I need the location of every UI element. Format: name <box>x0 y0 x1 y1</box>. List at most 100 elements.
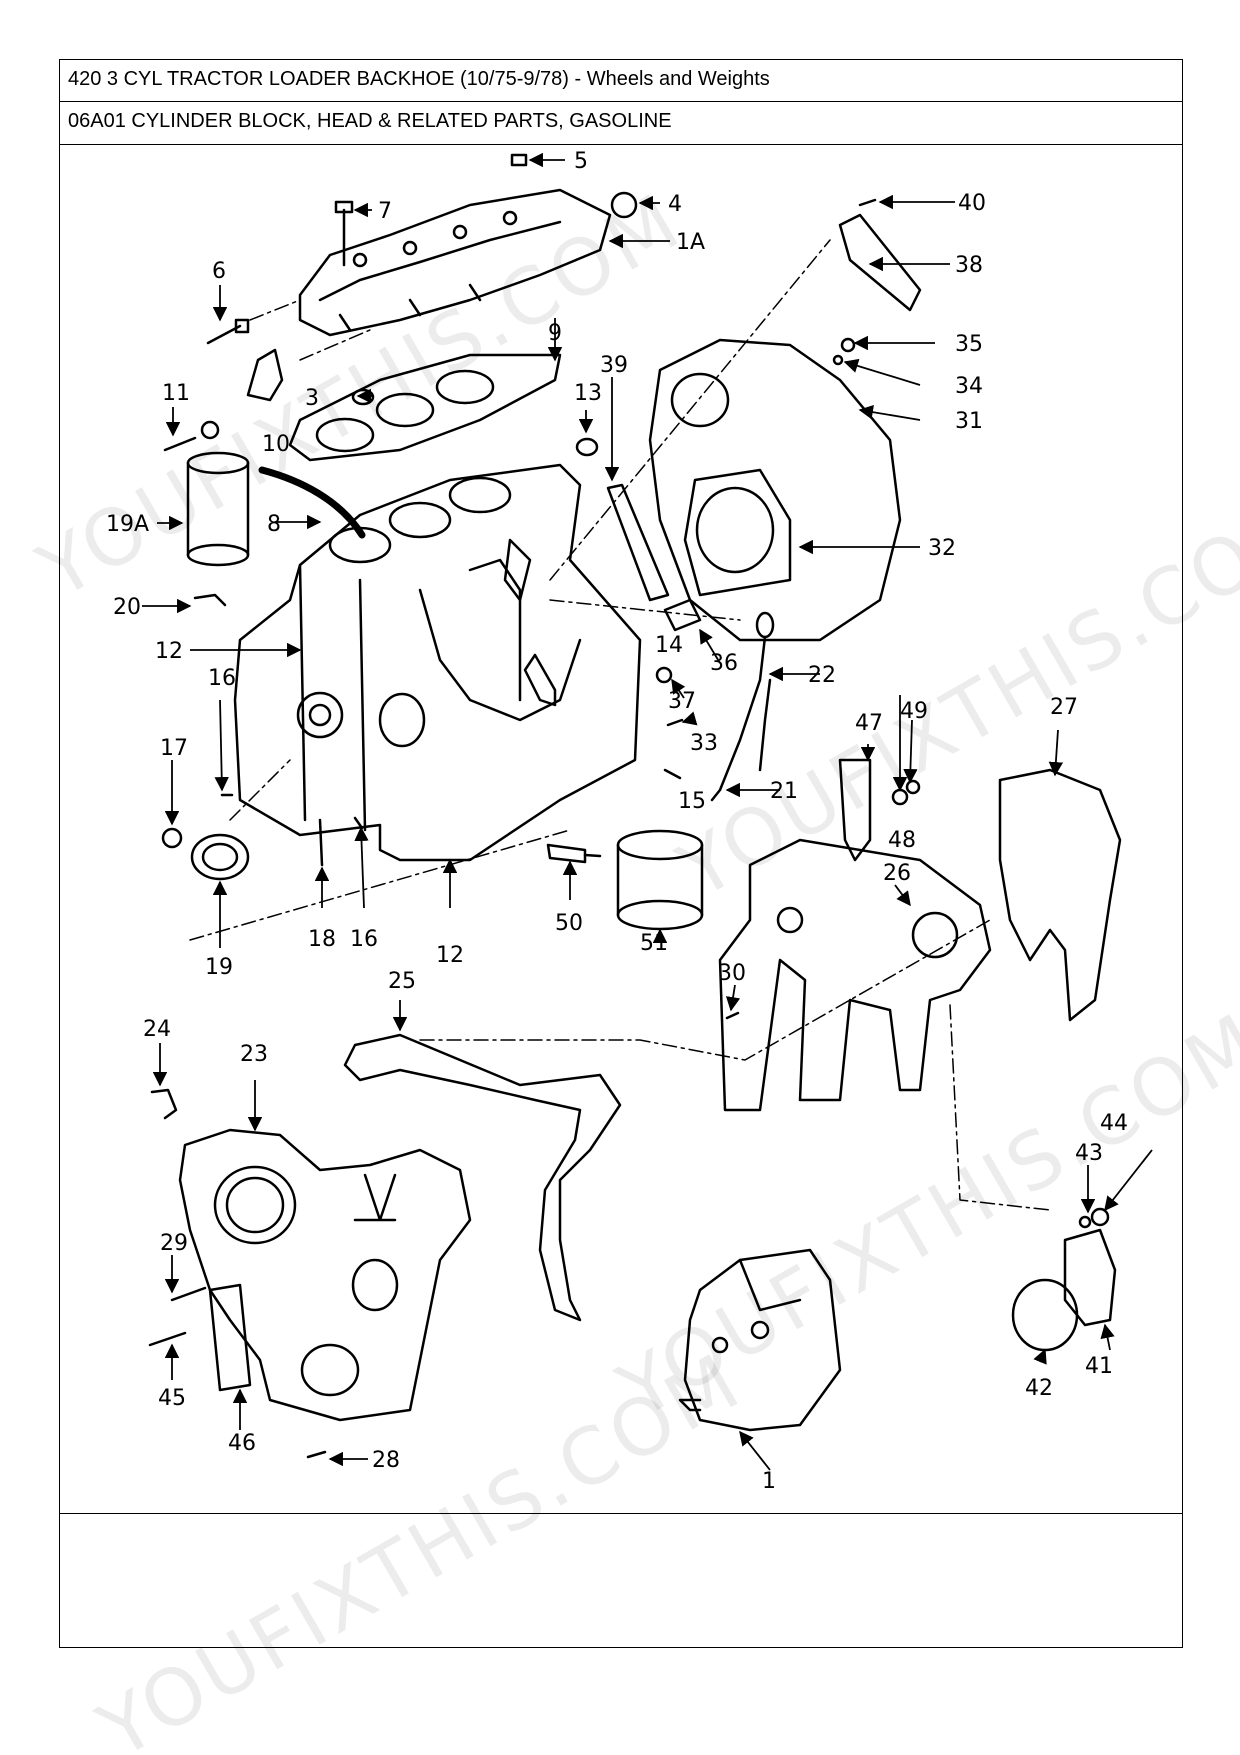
callout-41: 41 <box>1085 1354 1113 1379</box>
callout-9: 9 <box>548 321 562 346</box>
insert-arrow <box>258 466 366 539</box>
callout-13: 13 <box>574 381 602 406</box>
front-plate-gasket <box>998 768 1122 1022</box>
bolt <box>148 1331 187 1347</box>
callout-33: 33 <box>690 731 718 756</box>
callout-12: 12 <box>155 639 183 664</box>
pin <box>666 718 684 727</box>
callout-18: 18 <box>308 927 336 952</box>
callout-40: 40 <box>958 191 986 216</box>
flywheel-housing <box>648 338 902 642</box>
header-divider <box>60 101 1182 102</box>
expansion-plug <box>161 827 183 849</box>
callout-25: 25 <box>388 969 416 994</box>
bolt <box>858 198 877 207</box>
assembly-lines <box>189 239 1051 1211</box>
dowel-plug <box>575 437 599 457</box>
callout-38: 38 <box>955 253 983 278</box>
callout-11: 11 <box>162 381 190 406</box>
bolt <box>840 337 856 353</box>
cover-plate <box>838 213 922 312</box>
timing-cover-gasket <box>343 1033 622 1322</box>
callout-19: 19 <box>205 955 233 980</box>
oil-pressure-sender <box>546 843 602 864</box>
cylinder-block <box>233 463 642 862</box>
callout-36: 36 <box>710 651 738 676</box>
callout-1: 1 <box>762 1469 776 1494</box>
callout-10: 10 <box>262 432 290 457</box>
callout-49: 49 <box>900 699 928 724</box>
callout-48: 48 <box>888 828 916 853</box>
callout-26: 26 <box>883 861 911 886</box>
stud <box>318 818 324 867</box>
callout-50: 50 <box>555 911 583 936</box>
grease-fitting <box>150 1088 178 1120</box>
page-title: 420 3 CYL TRACTOR LOADER BACKHOE (10/75-… <box>68 68 770 90</box>
engine-block-assembly <box>678 1248 842 1432</box>
bracket <box>663 598 702 632</box>
timing-gear-cover <box>178 1128 472 1422</box>
core-plug <box>610 191 638 219</box>
rear-seal-retainer-gasket <box>606 483 670 602</box>
callout-labels: 5 4 1A 7 6 40 38 35 34 31 9 39 3 13 11 1… <box>106 149 1128 1494</box>
callout-24: 24 <box>143 1017 171 1042</box>
header-divider <box>60 144 1182 145</box>
callout-16: 16 <box>208 666 236 691</box>
callout-28: 28 <box>372 1448 400 1473</box>
head-bolt <box>334 200 354 267</box>
callout-32: 32 <box>928 536 956 561</box>
callout-43: 43 <box>1075 1141 1103 1166</box>
callout-16: 16 <box>350 927 378 952</box>
drain-cock <box>193 593 227 607</box>
bolt-washer <box>163 420 220 452</box>
callout-8: 8 <box>267 512 281 537</box>
callout-34: 34 <box>955 374 983 399</box>
parts-diagram-frame: 420 3 CYL TRACTOR LOADER BACKHOE (10/75-… <box>59 59 1183 1648</box>
seal-retainer <box>1063 1228 1117 1327</box>
section-title: 06A01 CYLINDER BLOCK, HEAD & RELATED PAR… <box>68 110 672 132</box>
cylinder-sleeve <box>186 451 250 567</box>
head-gasket <box>288 353 562 462</box>
dowel-pin <box>353 816 364 830</box>
oil-filter <box>616 829 704 931</box>
bolt <box>170 1286 207 1302</box>
washer <box>832 354 844 366</box>
callout-44: 44 <box>1100 1111 1128 1136</box>
callout-7: 7 <box>378 199 392 224</box>
callout-5: 5 <box>574 149 588 174</box>
callout-3: 3 <box>305 386 319 411</box>
callout-23: 23 <box>240 1042 268 1067</box>
callout-37: 37 <box>668 689 696 714</box>
temperature-sender <box>206 318 250 345</box>
callout-15: 15 <box>678 789 706 814</box>
rear-cover-plate <box>683 468 792 597</box>
callout-35: 35 <box>955 332 983 357</box>
bolt <box>725 1011 740 1020</box>
callout-42: 42 <box>1025 1376 1053 1401</box>
callout-6: 6 <box>212 259 226 284</box>
callout-14: 14 <box>655 633 683 658</box>
cover-plate <box>208 1283 252 1392</box>
callout-45: 45 <box>158 1386 186 1411</box>
callout-21: 21 <box>770 779 798 804</box>
footer-divider <box>60 1513 1182 1514</box>
callout-1a: 1A <box>676 230 705 255</box>
callout-29: 29 <box>160 1231 188 1256</box>
cylinder-head <box>298 188 612 337</box>
dipstick <box>710 611 775 802</box>
callout-51: 51 <box>640 931 668 956</box>
callout-17: 17 <box>160 736 188 761</box>
water-outlet <box>246 348 284 402</box>
oil-seal <box>1011 1278 1079 1352</box>
bolt <box>306 1450 327 1459</box>
callout-4: 4 <box>668 192 682 217</box>
washer <box>1078 1215 1092 1229</box>
leader-lines <box>142 152 1153 1471</box>
front-plate <box>718 838 992 1112</box>
callout-27: 27 <box>1050 695 1078 720</box>
callout-20: 20 <box>113 595 141 620</box>
callout-47: 47 <box>855 711 883 736</box>
rear-oil-seal <box>190 833 250 881</box>
callout-46: 46 <box>228 1431 256 1456</box>
